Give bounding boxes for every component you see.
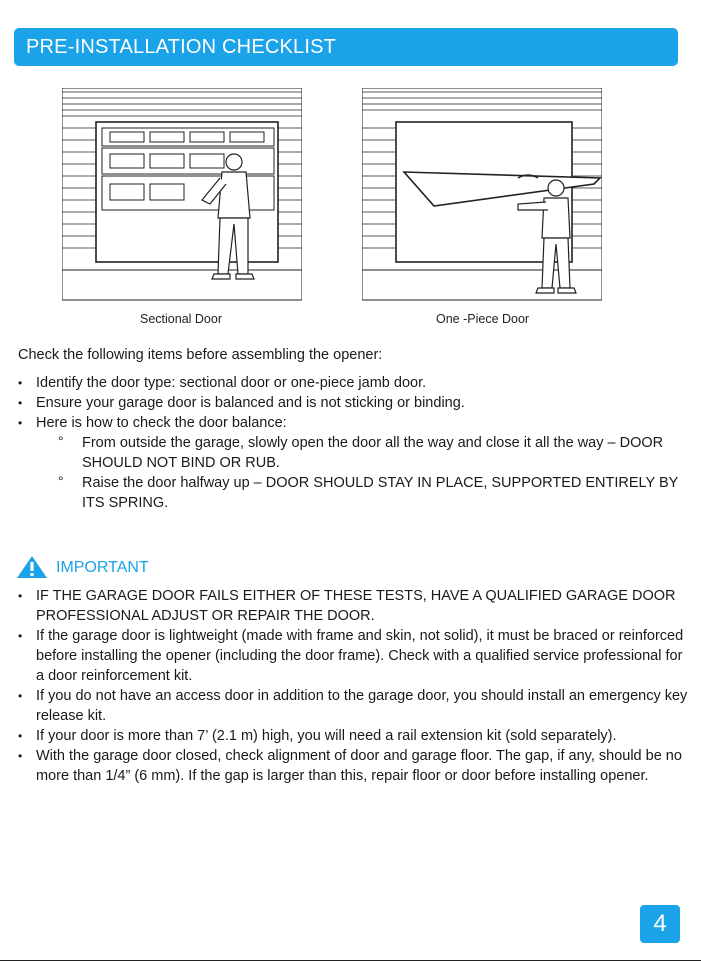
sectional-door-caption: Sectional Door	[140, 312, 222, 326]
warning-triangle-icon	[17, 556, 47, 578]
checklist-item: Ensure your garage door is balanced and …	[18, 393, 690, 413]
checklist-item-text: Here is how to check the door balance:	[36, 415, 287, 431]
important-item: IF THE GARAGE DOOR FAILS EITHER OF THESE…	[18, 586, 690, 626]
one-piece-door-illustration	[362, 88, 602, 302]
section-header-banner: PRE-INSTALLATION CHECKLIST	[14, 28, 678, 66]
important-label: IMPORTANT	[56, 559, 149, 576]
balance-step: From outside the garage, slowly open the…	[36, 431, 690, 473]
important-item: If you do not have an access door in add…	[18, 686, 690, 726]
checklist-intro: Check the following items before assembl…	[18, 347, 383, 363]
important-list: IF THE GARAGE DOOR FAILS EITHER OF THESE…	[18, 586, 690, 786]
checklist-item: Identify the door type: sectional door o…	[18, 373, 690, 393]
one-piece-door-drawing	[362, 88, 602, 301]
important-item: With the garage door closed, check align…	[18, 746, 690, 786]
sectional-door-illustration	[62, 88, 302, 302]
one-piece-door-caption: One -Piece Door	[436, 312, 530, 326]
important-item: If the garage door is lightweight (made …	[18, 626, 690, 686]
important-item: If your door is more than 7’ (2.1 m) hig…	[18, 726, 690, 746]
checklist-item: Here is how to check the door balance: F…	[18, 413, 690, 513]
page-number: 4	[640, 905, 680, 943]
checklist: Identify the door type: sectional door o…	[18, 373, 690, 513]
balance-step: Raise the door halfway up – DOOR SHOULD …	[36, 471, 690, 513]
sectional-door-drawing	[62, 88, 302, 301]
section-title: PRE-INSTALLATION CHECKLIST	[26, 36, 337, 58]
balance-steps: From outside the garage, slowly open the…	[36, 431, 690, 513]
